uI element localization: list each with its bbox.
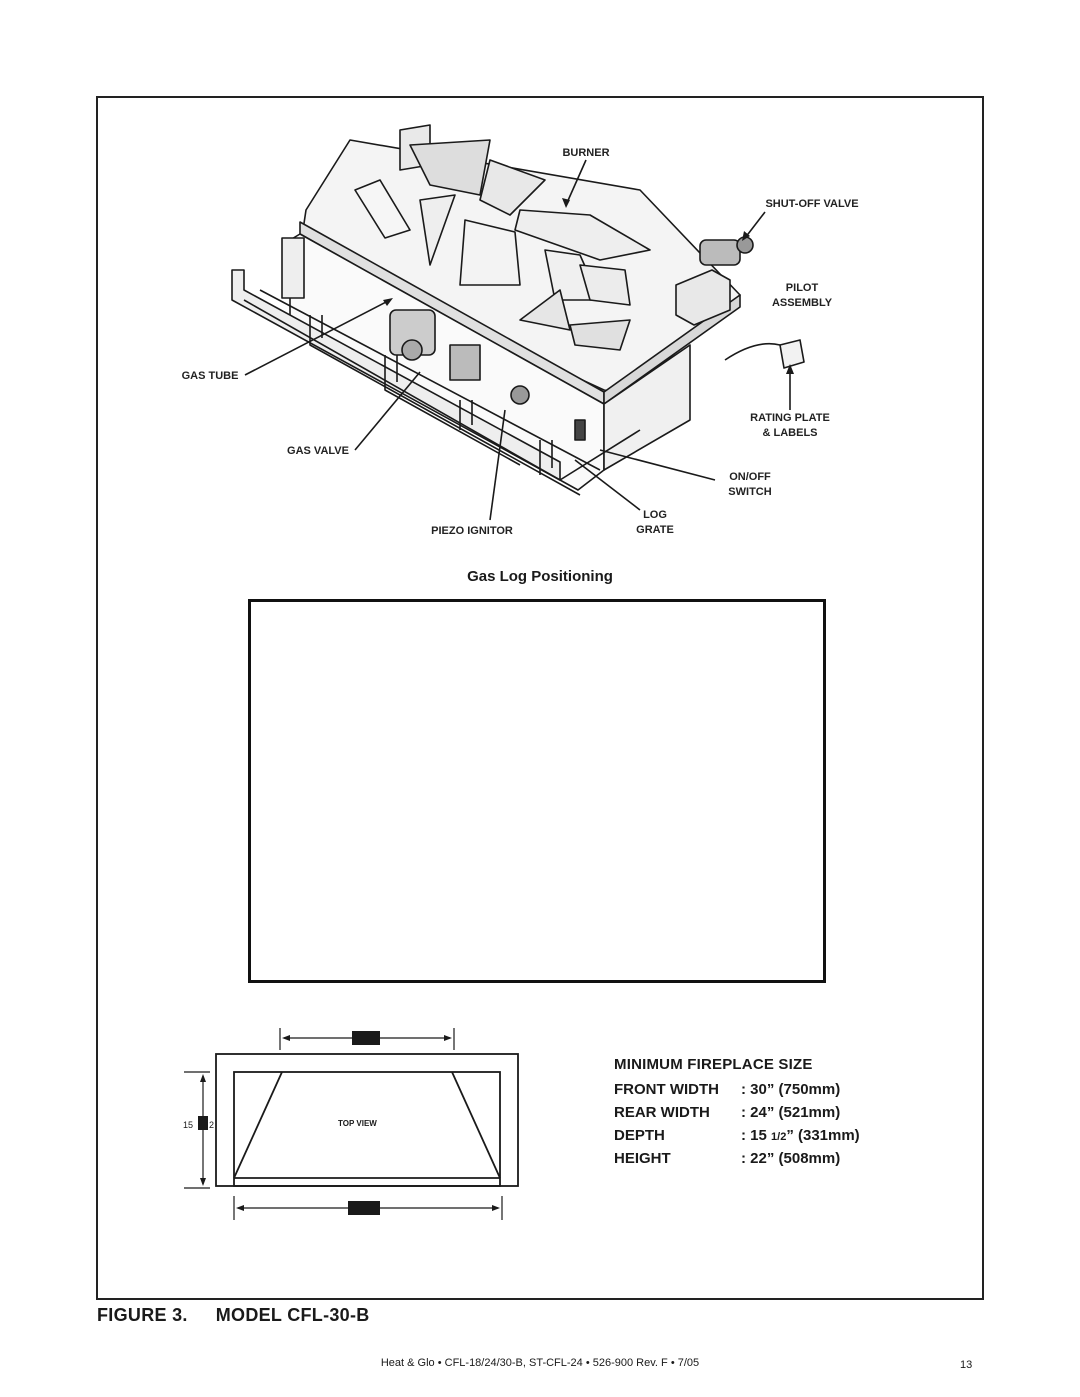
figure-number: FIGURE 3. — [97, 1305, 188, 1325]
pilot-label-line1: PILOT — [785, 282, 819, 294]
height-row: HEIGHT : 22” (508mm) — [614, 1150, 840, 1167]
top-view-label: TOP VIEW — [338, 1119, 377, 1128]
gas-log-illustration — [231, 124, 805, 521]
depth-dim-left: 15 — [183, 1120, 194, 1130]
burner-label: BURNER — [562, 147, 610, 159]
page-footer: Heat & Glo • CFL-18/24/30-B, ST-CFL-24 •… — [380, 1357, 700, 1369]
front-width-key: FRONT WIDTH — [614, 1081, 719, 1098]
depth-value-pre: : 15 — [741, 1127, 772, 1144]
depth-key: DEPTH — [614, 1127, 665, 1144]
rating-plate-line2: & LABELS — [762, 427, 818, 439]
log-grate-line1: LOG — [643, 509, 667, 521]
rear-width-value: : 24” (521mm) — [741, 1104, 841, 1121]
positioning-title: Gas Log Positioning — [467, 568, 613, 585]
rating-plate-label: RATING PLATE & LABELS — [735, 411, 845, 441]
gas-tube-label: GAS TUBE — [181, 370, 239, 382]
depth-value-frac: 1/2 — [771, 1131, 787, 1143]
shutoff-valve-label: SHUT-OFF VALVE — [765, 198, 859, 210]
front-width-value: : 30” (750mm) — [741, 1081, 841, 1098]
figure-model: MODEL CFL-30-B — [215, 1305, 370, 1325]
rear-width-row: REAR WIDTH : 24” (521mm) — [614, 1104, 840, 1121]
figure-caption: FIGURE 3. MODEL CFL-30-B — [97, 1305, 370, 1326]
height-value: : 22” (508mm) — [741, 1150, 841, 1167]
piezo-ignitor-label: PIEZO IGNITOR — [431, 525, 513, 537]
pilot-assembly-label: PILOT ASSEMBLY — [752, 281, 852, 311]
depth-value: : 15 1/2” (331mm) — [741, 1127, 860, 1144]
onoff-switch-label: ON/OFF SWITCH — [710, 470, 790, 500]
log-grate-label: LOG GRATE — [625, 508, 685, 538]
onoff-line2: SWITCH — [728, 486, 772, 498]
top-view-diagram — [184, 1028, 519, 1220]
log-grate-line2: GRATE — [636, 524, 674, 536]
page-number: 13 — [960, 1359, 973, 1371]
min-size-title: MINIMUM FIREPLACE SIZE — [614, 1056, 813, 1073]
onoff-line1: ON/OFF — [729, 471, 771, 483]
rating-plate-line1: RATING PLATE — [750, 412, 830, 424]
pilot-label-line2: ASSEMBLY — [771, 297, 833, 309]
depth-row: DEPTH : 15 1/2” (331mm) — [614, 1127, 860, 1144]
depth-value-post: ” (331mm) — [786, 1127, 860, 1144]
log-positioning-box — [248, 599, 826, 983]
front-width-row: FRONT WIDTH : 30” (750mm) — [614, 1081, 840, 1098]
height-key: HEIGHT — [614, 1150, 671, 1167]
gas-valve-label: GAS VALVE — [287, 445, 349, 457]
figure-frame — [96, 96, 984, 1300]
rear-width-key: REAR WIDTH — [614, 1104, 710, 1121]
depth-dim-right: 2 — [209, 1120, 215, 1130]
